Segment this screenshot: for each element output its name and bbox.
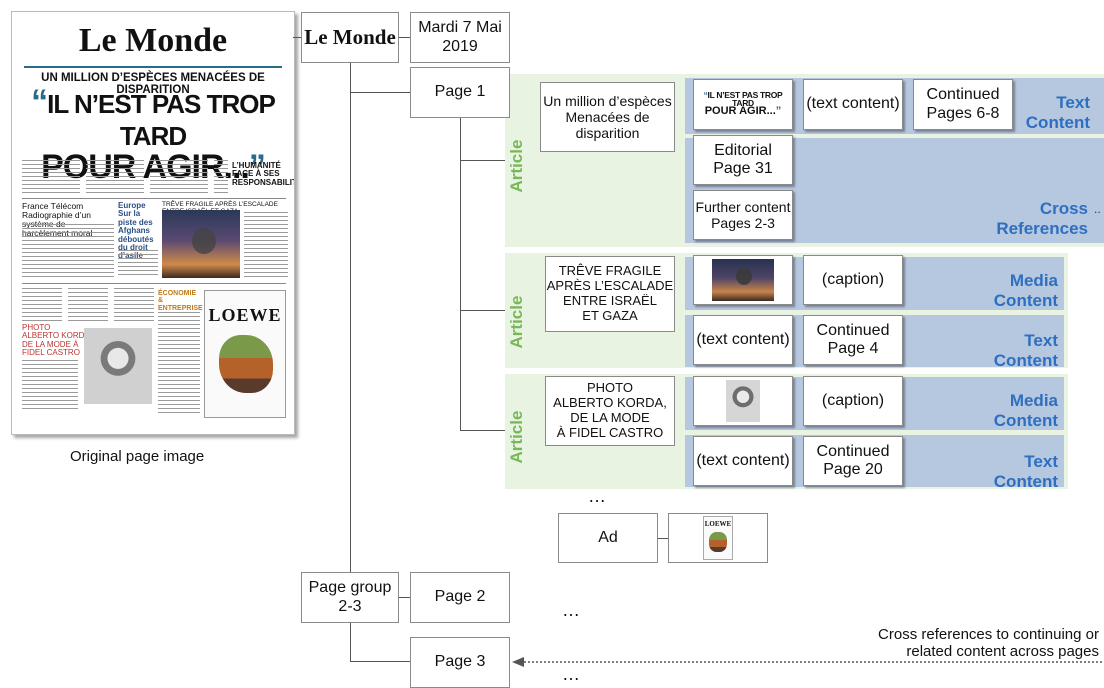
media-thumbnail-node[interactable]: [693, 376, 793, 426]
page-3-node[interactable]: Page 3: [410, 637, 510, 688]
summary-column: [86, 160, 144, 194]
page-1-node[interactable]: Page 1: [410, 67, 510, 118]
ad-thumbnail-node[interactable]: LOEWE: [668, 513, 768, 563]
cross-reference-note: Cross references to continuing or relate…: [878, 626, 1099, 661]
open-quote: “: [31, 83, 48, 121]
headline-thumbnail[interactable]: “IL N’EST PAS TROP TARD POUR AGIR...”: [693, 79, 793, 130]
close-quote: ”: [248, 147, 266, 186]
text-content-node[interactable]: (text content): [693, 315, 793, 365]
caption-node[interactable]: (caption): [803, 255, 903, 305]
connector: [350, 62, 351, 600]
text-content-label: Text Content: [1025, 93, 1090, 133]
further-content-node[interactable]: Further content Pages 2-3: [693, 190, 793, 240]
korda-thumbnail-image: [726, 380, 760, 422]
article-label: Article: [507, 410, 526, 464]
story-text: [22, 224, 114, 278]
article-title-node[interactable]: Un million d’espèces Menacées de dispari…: [540, 82, 675, 152]
article-title-node[interactable]: PHOTO ALBERTO KORDA, DE LA MODE À FIDEL …: [545, 376, 675, 446]
connector: [398, 37, 410, 38]
ad-brand-name: LOEWE: [208, 305, 282, 325]
brief-text: [68, 288, 108, 322]
korda-photo: [84, 328, 152, 404]
summary-column: [214, 160, 228, 194]
masthead-rule: [24, 66, 282, 68]
text-content-node[interactable]: (text content): [803, 79, 903, 130]
economie-text: [158, 312, 200, 416]
cross-references-label: Cross References: [996, 199, 1088, 239]
page-2-ellipsis: …: [562, 600, 581, 620]
media-thumbnail-node[interactable]: [693, 255, 793, 305]
media-content-label: Media Content: [993, 391, 1058, 431]
connector: [460, 160, 505, 161]
thumbnail-text: POUR AGIR...”: [704, 105, 782, 118]
continued-node[interactable]: Continued Pages 6-8: [913, 79, 1013, 130]
page-3-ellipsis: …: [562, 664, 581, 684]
gaza-thumbnail-image: [712, 259, 774, 301]
story-photo: PHOTO ALBERTO KORDA, DE LA MODE À FIDEL …: [22, 323, 92, 358]
divider: [22, 283, 286, 284]
connector: [293, 37, 301, 38]
connector: [460, 310, 505, 311]
thumbnail-text: “IL N’EST PAS TROP TARD: [694, 89, 792, 108]
cross-references-ellipsis: ..: [1094, 202, 1101, 216]
summary-column: [150, 160, 208, 194]
story-text: [118, 250, 158, 278]
continued-node[interactable]: Continued Page 20: [803, 436, 903, 486]
main-headline-line1: IL N’EST PAS TROP TARD: [47, 89, 276, 152]
gaza-photo: [162, 210, 240, 278]
close-quote: ”: [775, 105, 782, 118]
brief-text: [22, 288, 62, 322]
article-title-node[interactable]: TRÊVE FRAGILE APRÈS L’ESCALADE ENTRE ISR…: [545, 256, 675, 332]
connector: [658, 538, 668, 539]
connector: [460, 118, 461, 431]
brief-text: [114, 288, 154, 322]
story-text: [244, 212, 288, 278]
connector: [350, 661, 410, 662]
newspaper-node[interactable]: Le Monde: [301, 12, 399, 63]
cross-reference-arrow: [512, 657, 1102, 667]
ad-illustration: [219, 335, 273, 393]
editorial-node[interactable]: Editorial Page 31: [693, 135, 793, 185]
ad-thumbnail-brand: LOEWE: [704, 520, 732, 528]
connector: [398, 597, 410, 598]
story-economie: ÉCONOMIE & ENTREPRISE: [158, 290, 203, 312]
date-node[interactable]: Mardi 7 Mai 2019: [410, 12, 510, 63]
connector: [350, 599, 351, 661]
top-headline: UN MILLION D’ESPÈCES MENACÉES DE DISPARI…: [41, 72, 265, 96]
thumbnail-line2: POUR AGIR...: [704, 105, 776, 118]
article-label: Article: [507, 295, 526, 349]
more-articles-ellipsis: …: [588, 486, 607, 506]
original-page-caption: Original page image: [70, 448, 205, 465]
open-quote: “: [703, 89, 708, 100]
caption-node[interactable]: (caption): [803, 376, 903, 426]
media-content-label: Media Content: [993, 271, 1058, 311]
loewe-ad: LOEWE: [204, 290, 286, 418]
original-page-image: Le Monde UN MILLION D’ESPÈCES MENACÉES D…: [11, 11, 295, 435]
text-content-node[interactable]: (text content): [693, 436, 793, 486]
text-content-label: Text Content: [993, 331, 1058, 371]
connector: [350, 92, 410, 93]
story-text: [22, 360, 78, 410]
divider: [22, 198, 286, 199]
article-label: Article: [507, 139, 526, 193]
connector: [460, 430, 505, 431]
ad-thumbnail-image: LOEWE: [703, 516, 733, 560]
editorial-tag: L’HUMANITÉ FACE À SES RESPONSABILITÉS: [232, 161, 294, 187]
text-content-label: Text Content: [993, 452, 1058, 492]
ad-node[interactable]: Ad: [558, 513, 658, 563]
thumbnail-line1: IL N’EST PAS TROP TARD: [707, 89, 783, 108]
page-group-node[interactable]: Page group 2-3: [301, 572, 399, 623]
newspaper-masthead: Le Monde: [78, 22, 228, 59]
summary-column: [22, 160, 80, 194]
continued-node[interactable]: Continued Page 4: [803, 315, 903, 365]
page-2-node[interactable]: Page 2: [410, 572, 510, 623]
